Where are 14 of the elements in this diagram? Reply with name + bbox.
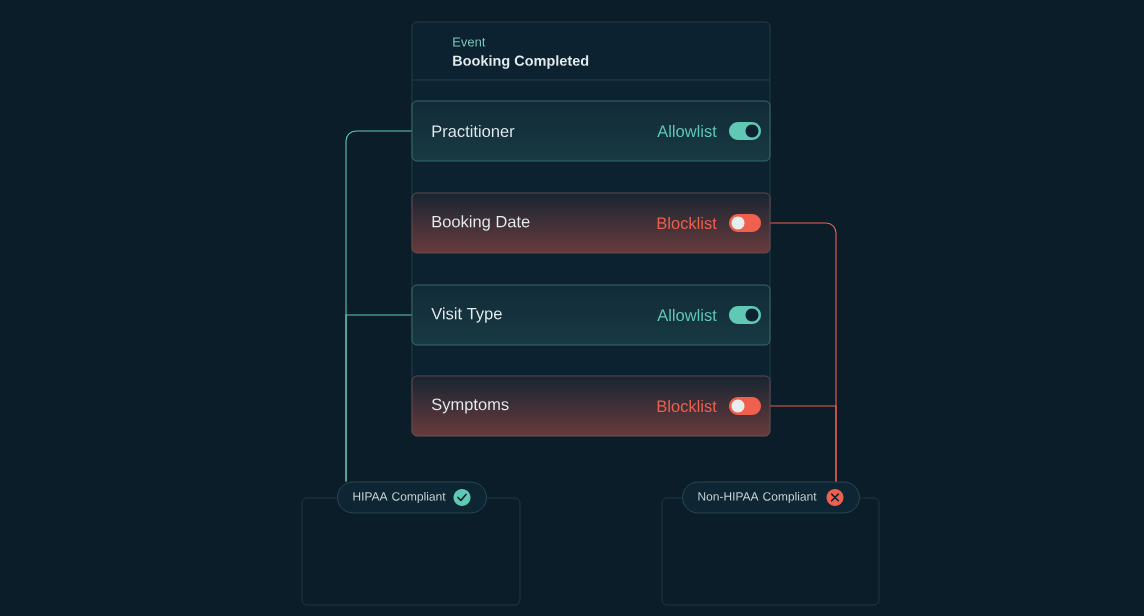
event-name: Booking Completed: [453, 55, 589, 69]
list-status: Blocklist: [657, 216, 717, 230]
list-status: Blocklist: [657, 399, 717, 413]
field-name: Visit Type: [431, 307, 502, 323]
connector-line: [769, 405, 837, 483]
event-type-label: Event: [453, 37, 486, 47]
list-status: Allowlist: [657, 124, 717, 138]
field-name: Booking Date: [432, 215, 530, 231]
connector-line: [345, 314, 413, 483]
field-name: Symptoms: [431, 398, 509, 414]
list-status: Allowlist: [657, 308, 717, 322]
status-badge: HIPAA Compliant: [337, 481, 487, 514]
status-badge: Non-HIPAA Compliant: [682, 481, 860, 514]
field-name: Practitioner: [432, 124, 515, 138]
